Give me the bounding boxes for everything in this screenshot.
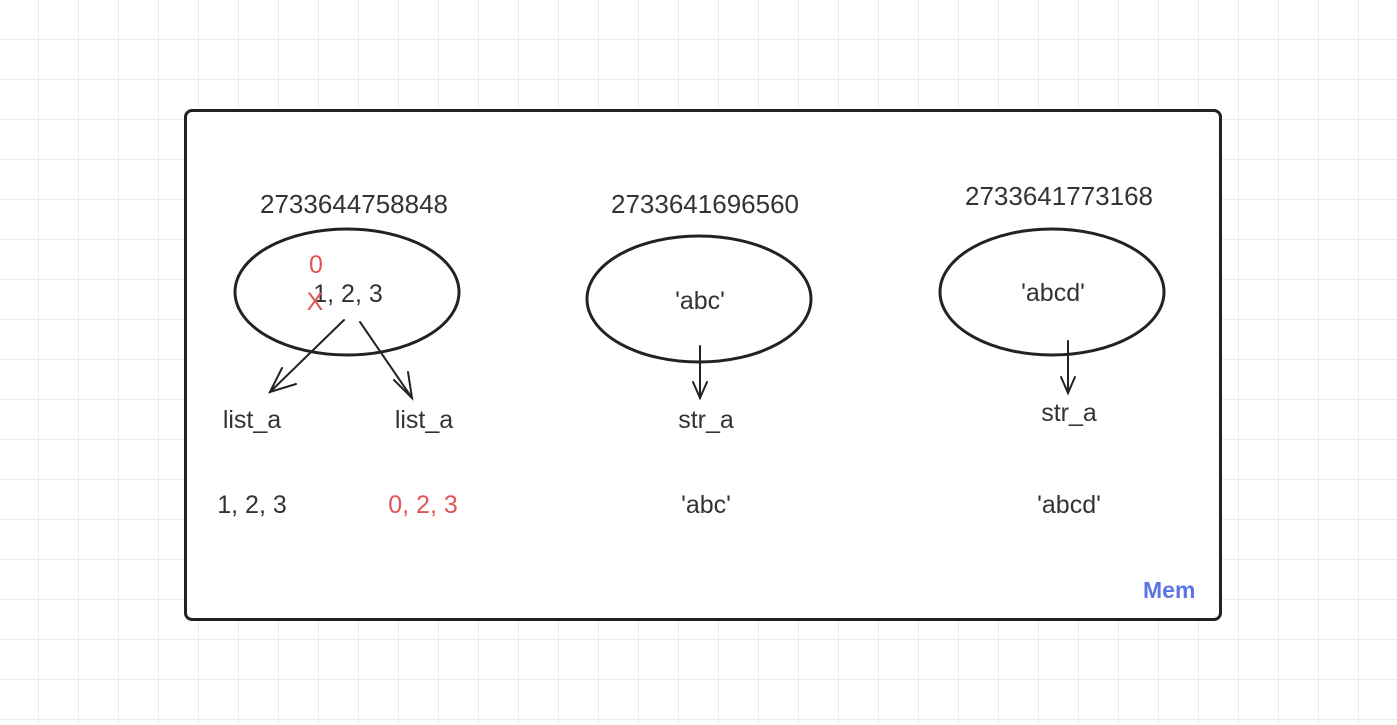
reference-value-list-2: 0, 2, 3: [388, 491, 458, 519]
str-object-ellipse-abcd: [938, 227, 1166, 357]
object-content-abc: 'abc': [675, 287, 725, 315]
reference-name-str-abc: str_a: [678, 406, 734, 434]
object-address-list: 2733644758848: [260, 189, 448, 219]
object-address-abc: 2733641696560: [611, 189, 799, 219]
reference-name-list-1: list_a: [222, 406, 282, 434]
reference-value-str-abcd: 'abcd': [1037, 491, 1101, 519]
arrow-list-ref-1: [268, 319, 345, 394]
arrow-str-ref-abcd: [1060, 340, 1076, 396]
object-content-list: 1, 2, 3: [313, 280, 383, 308]
edit-strike-mark: X: [306, 288, 324, 316]
memory-label: Mem: [1143, 577, 1196, 603]
reference-name-str-abcd: str_a: [1041, 399, 1097, 427]
reference-value-str-abc: 'abc': [681, 491, 731, 519]
object-address-abcd: 2733641773168: [965, 181, 1153, 211]
arrow-str-ref-abc: [692, 345, 708, 401]
reference-value-list-1: 1, 2, 3: [217, 491, 287, 519]
object-content-abcd: 'abcd': [1021, 279, 1085, 307]
arrow-list-ref-2: [359, 321, 414, 401]
edit-new-value: 0: [309, 251, 323, 279]
reference-name-list-2: list_a: [394, 406, 454, 434]
memory-frame: [184, 109, 1222, 621]
list-object-ellipse: [233, 227, 461, 357]
